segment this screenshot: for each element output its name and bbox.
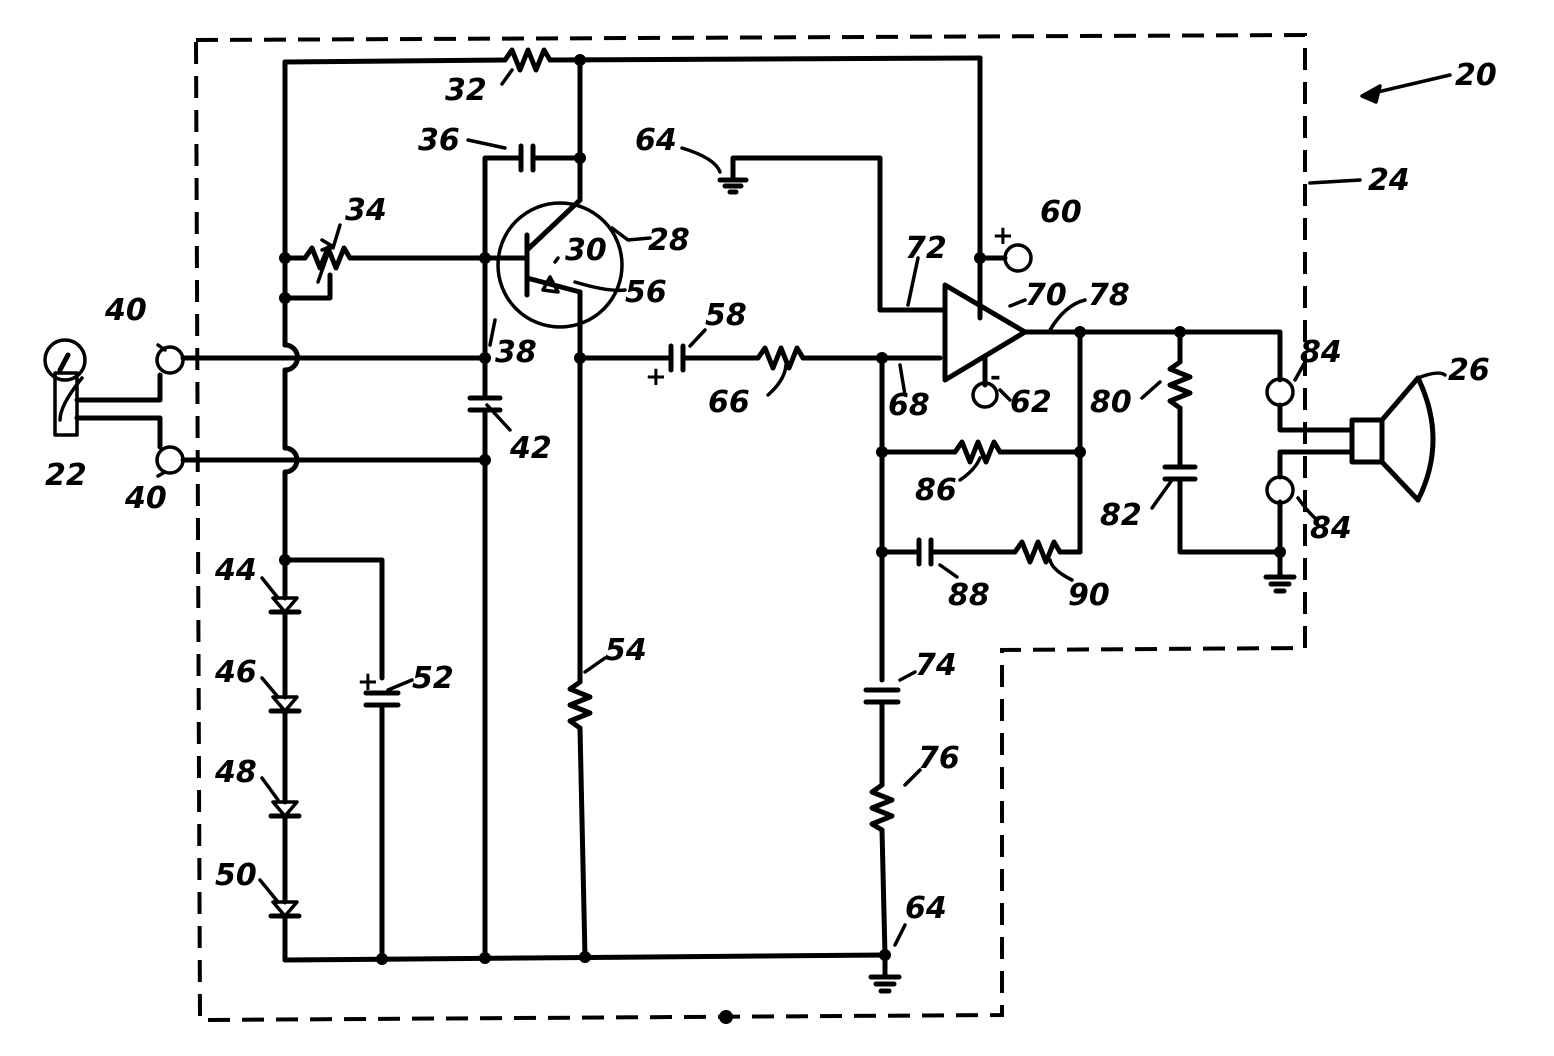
amplifier-70 bbox=[942, 282, 1028, 409]
label-88: 88 bbox=[948, 578, 990, 613]
enclosure-24-outline bbox=[193, 32, 1307, 1023]
resistor-66 bbox=[680, 345, 943, 371]
label-40b: 40 bbox=[124, 481, 167, 516]
enclosure-mark-dot bbox=[719, 1010, 733, 1024]
junction-g-42 bbox=[479, 952, 491, 964]
wire-to-52 bbox=[282, 557, 385, 681]
terminal60-plus-sign: + bbox=[992, 221, 1014, 251]
capacitor-88 bbox=[879, 537, 934, 567]
resistor-54 bbox=[567, 355, 593, 960]
capacitor-58 bbox=[577, 343, 686, 373]
label-84b: 84 bbox=[1310, 511, 1352, 546]
resistor-34 bbox=[282, 238, 530, 284]
label-80: 80 bbox=[1090, 385, 1132, 420]
label-32: 32 bbox=[445, 73, 487, 108]
capacitor-82 bbox=[1162, 464, 1283, 555]
cap58-plus-sign: + bbox=[645, 362, 667, 392]
label-50: 50 bbox=[215, 858, 257, 893]
label-90: 90 bbox=[1068, 578, 1110, 613]
pot-34-wiper bbox=[282, 272, 333, 301]
label-76: 76 bbox=[918, 741, 960, 776]
label-60: 60 bbox=[1040, 195, 1082, 230]
label-86: 86 bbox=[915, 473, 957, 508]
resistor-86 bbox=[879, 439, 1083, 465]
terminal-40-bottom bbox=[155, 445, 185, 475]
label-36: 36 bbox=[418, 123, 460, 158]
terminal-84-top bbox=[1265, 377, 1295, 407]
ground-64-top bbox=[717, 155, 883, 313]
label-70: 70 bbox=[1025, 278, 1067, 313]
terminal62-minus-sign: - bbox=[990, 362, 1001, 392]
resistor-80 bbox=[1167, 329, 1193, 468]
label-38: 38 bbox=[495, 335, 537, 370]
terminal-84-bottom bbox=[1265, 475, 1295, 505]
label-54: 54 bbox=[605, 633, 647, 668]
label-56: 56 bbox=[625, 275, 667, 310]
capacitor-52 bbox=[363, 690, 401, 961]
terminal-62 bbox=[971, 381, 999, 409]
leader-lines bbox=[58, 68, 1452, 947]
ground-82 bbox=[1263, 499, 1297, 594]
label-34: 34 bbox=[345, 193, 387, 228]
terminal-60 bbox=[1003, 243, 1033, 273]
left-rail bbox=[282, 59, 300, 593]
label-58: 58 bbox=[705, 298, 747, 333]
amp-output-78 bbox=[1022, 329, 1283, 383]
label-72: 72 bbox=[905, 231, 947, 266]
capacitor-36 bbox=[482, 143, 583, 261]
label-44: 44 bbox=[214, 553, 257, 588]
reference-labels: 20 22 24 26 28 30 32 34 36 38 40 40 42 4… bbox=[45, 58, 1497, 926]
label-20: 20 bbox=[1455, 58, 1497, 93]
label-64b: 64 bbox=[905, 891, 947, 926]
resistor-90 bbox=[928, 539, 1083, 565]
label-48: 48 bbox=[214, 755, 257, 790]
label-30: 30 bbox=[565, 233, 607, 268]
ground-64-bottom bbox=[868, 952, 902, 994]
junction-34-left bbox=[279, 252, 291, 264]
label-24: 24 bbox=[1368, 163, 1410, 198]
speaker-lead-top bbox=[1277, 402, 1355, 433]
label-74: 74 bbox=[915, 648, 957, 683]
label-84a: 84 bbox=[1300, 335, 1342, 370]
label-62: 62 bbox=[1010, 385, 1052, 420]
junction-34-wiper bbox=[279, 292, 291, 304]
label-66: 66 bbox=[708, 385, 750, 420]
junction-g-52 bbox=[376, 953, 388, 965]
label-40a: 40 bbox=[104, 293, 147, 328]
microphone-22 bbox=[43, 338, 163, 450]
speaker-26 bbox=[1349, 375, 1436, 503]
label-82: 82 bbox=[1100, 498, 1142, 533]
label-42: 42 bbox=[509, 431, 552, 466]
transistor-28 bbox=[496, 197, 624, 363]
label-78: 78 bbox=[1088, 278, 1130, 313]
resistor-76 bbox=[869, 699, 895, 958]
speaker-lead-bottom bbox=[1277, 449, 1355, 480]
label-52: 52 bbox=[412, 661, 454, 696]
cap52-plus-sign: + bbox=[357, 667, 379, 697]
label-28: 28 bbox=[648, 223, 690, 258]
label-26: 26 bbox=[1448, 353, 1490, 388]
label-22: 22 bbox=[45, 458, 87, 493]
label-46: 46 bbox=[214, 655, 257, 690]
capacitor-42 bbox=[467, 255, 503, 463]
label-68: 68 bbox=[888, 388, 930, 423]
resistor-32 bbox=[282, 47, 983, 73]
label-64a: 64 bbox=[635, 123, 677, 158]
terminal-40-top bbox=[155, 345, 185, 375]
